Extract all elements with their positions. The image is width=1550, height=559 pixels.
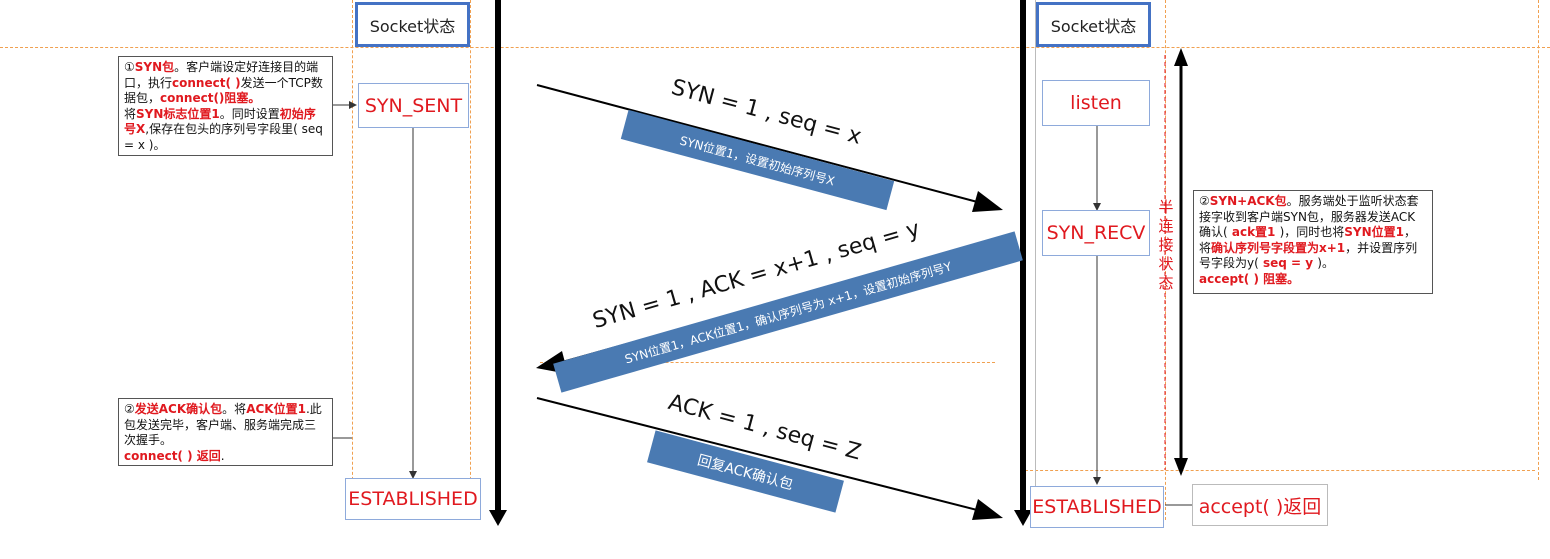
right-edge [1538,0,1539,480]
note2-p7: . [220,448,225,463]
note1-p9: 。同时设置 [219,106,280,121]
server-note-synack: ②SYN+ACK包。服务端处于监听状态套接字收到客户端SYN包，服务器发送ACK… [1193,190,1433,294]
note1-p6: connect()阻塞。 [160,91,261,105]
note3-p11: )。 [1317,256,1334,270]
server-state-established: ESTABLISHED [1030,486,1164,528]
note2-p2: 发送ACK确认包 [134,402,223,416]
server-socket-header: Socket状态 [1036,2,1151,47]
note3-p5: )，同时也将 [1279,225,1345,239]
note3-p8: 确认序列号字段置为x+1 [1211,240,1346,255]
syn-arrowhead [972,191,1003,212]
note3-p2: SYN+ACK包 [1209,194,1287,208]
note1-p4: connect( ) [172,75,241,90]
server-timeline-arrow [1014,510,1032,526]
note1-p1: ① [124,60,135,74]
note1-p2: SYN包 [134,60,175,74]
client-note-syn: ①SYN包。客户端设定好连接目的端口，执行connect( )发送一个TCP数据… [118,56,333,156]
client-socket-header: Socket状态 [355,2,470,47]
server-timeline [1020,0,1026,512]
note2-p4: ACK位置1 [246,402,306,416]
half-char-5: 态 [1158,274,1174,292]
client-state-syn-sent: SYN_SENT [358,83,469,128]
server-state-listen: listen [1042,80,1150,126]
note2-p6: connect( ) 返回 [124,448,221,463]
note3-p7: ，将 [1199,225,1417,255]
note1-p10: 初始序号X [124,106,316,137]
note1-p5: 发送一个TCP数据包， [124,75,323,106]
note1-p3: 。客户端设定好连接目的端口，执行 [124,60,319,90]
half-connection-label: 半 连 接 状 态 [1158,198,1174,293]
note3-p6: SYN位置1 [1344,225,1405,239]
note2-p5: .此包发送完毕，客户端、服务端完成三次握手。 [124,402,322,447]
note1-p11: ,保存在包头的序列号字段里( seq = x )。 [124,122,323,152]
ack-arrow-line [536,397,986,513]
note2-p3: 。将 [222,402,247,416]
note3-p4: ack置1 [1227,225,1280,239]
note2-p1: ② [124,402,135,416]
mid-divider [540,362,995,363]
bottom-divider [1025,470,1535,471]
half-char-3: 接 [1158,236,1174,254]
client-state-established: ESTABLISHED [345,478,481,520]
server-state-syn-recv: SYN_RECV [1042,210,1150,256]
half-char-2: 连 [1158,217,1174,235]
ack-arrowhead [972,499,1003,520]
half-char-4: 状 [1158,255,1174,273]
client-col-right [470,0,471,520]
client-col-left [352,0,353,520]
server-col-left [1035,0,1036,520]
client-timeline [495,0,501,512]
note3-p1: ② [1199,194,1210,208]
note3-p10: seq = y [1258,256,1318,270]
note1-p8: SYN标志位置1 [136,106,220,121]
client-note-ack: ②发送ACK确认包。将ACK位置1.此包发送完毕，客户端、服务端完成三次握手。c… [118,398,333,466]
top-divider [0,47,1550,48]
server-accept-return: accept( )返回 [1192,484,1328,526]
half-char-1: 半 [1158,198,1174,216]
note3-p12: accept( ) 阻塞。 [1199,271,1300,286]
note3-p3: 。服务端处于监听状态套接字收到客户端SYN包，服务器发送ACK确认( [1199,194,1419,239]
client-timeline-arrow [489,510,507,526]
note3-p9: ，并设置序列号字段为y( [1199,240,1418,271]
note1-p7: 将 [124,106,137,121]
